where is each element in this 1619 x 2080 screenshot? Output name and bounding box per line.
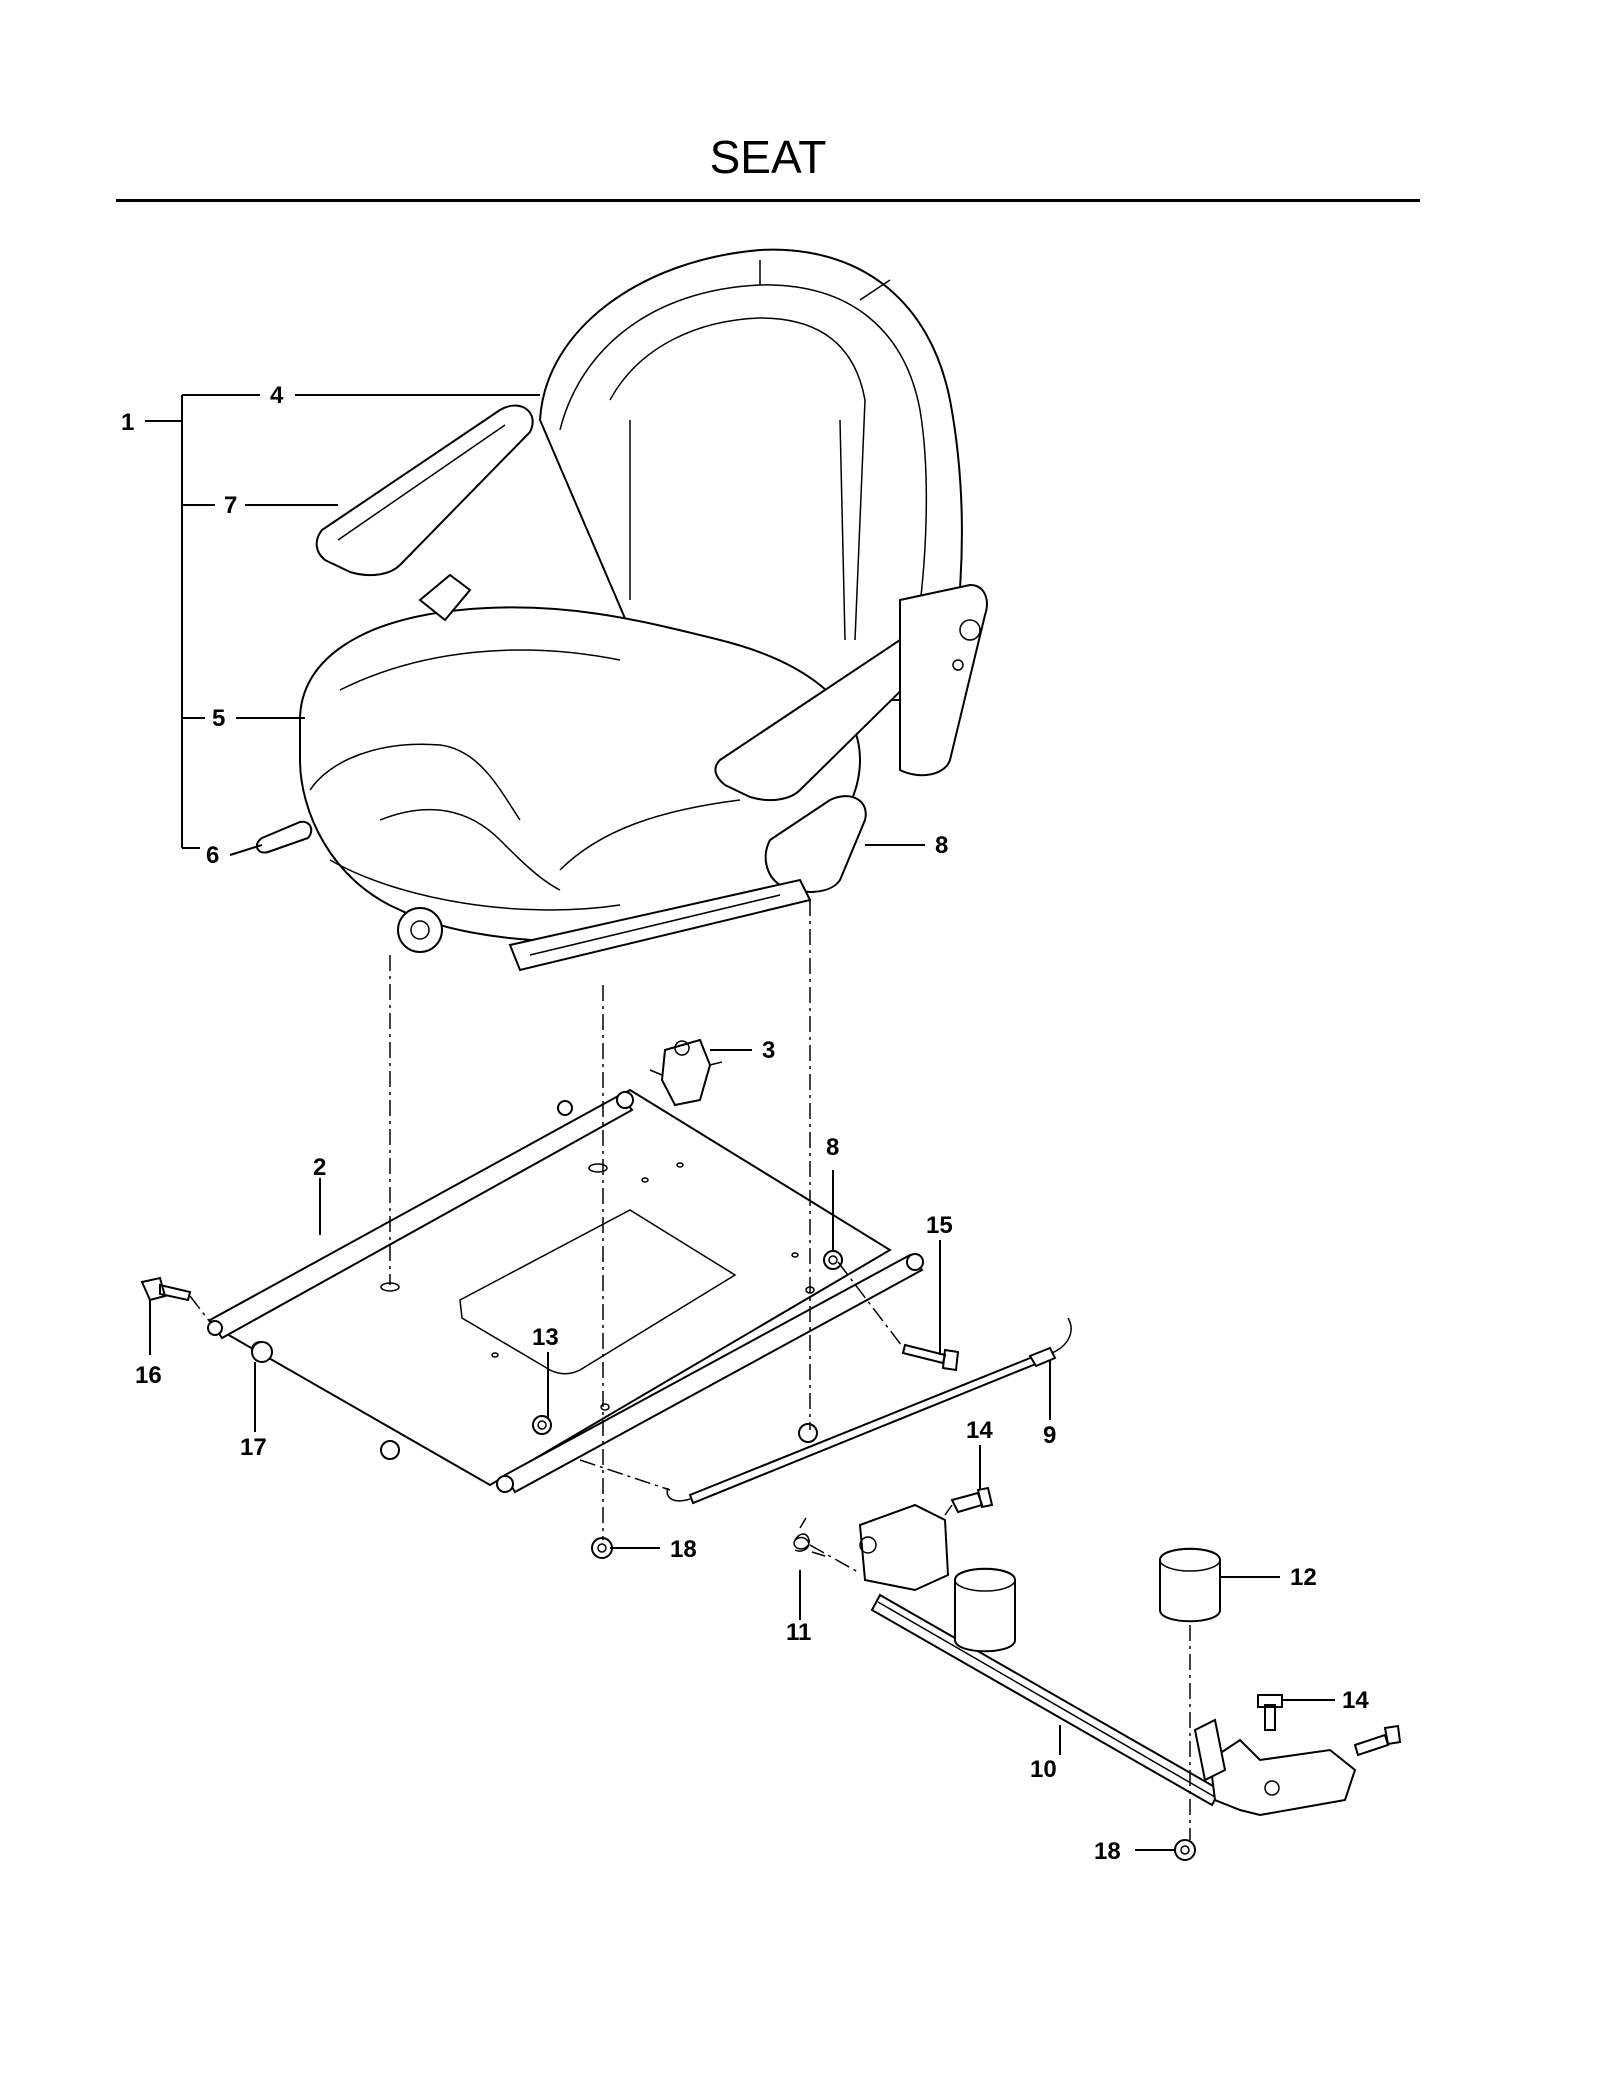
callout-18-middle: 18 <box>670 1536 697 1563</box>
page-title: SEAT <box>709 131 827 183</box>
callout-12: 12 <box>1290 1564 1317 1591</box>
callout-9: 9 <box>1043 1422 1056 1449</box>
spring-11 <box>793 1517 826 1557</box>
callout-14-top: 14 <box>966 1417 993 1444</box>
seat-switch <box>649 1038 723 1107</box>
callout-2: 2 <box>313 1154 326 1181</box>
callout-10: 10 <box>1030 1756 1057 1783</box>
bolt-14-a <box>950 1486 994 1514</box>
callout-18-bottom: 18 <box>1094 1838 1121 1865</box>
nut-17 <box>251 1341 273 1363</box>
callout-1: 1 <box>121 409 134 436</box>
spacer-8 <box>823 1250 843 1270</box>
callout-8-bottom: 8 <box>826 1134 839 1161</box>
washer-13 <box>532 1415 552 1435</box>
callout-8-top: 8 <box>935 832 948 859</box>
leader-lines <box>145 394 1335 1851</box>
nut-18-b <box>1174 1839 1196 1861</box>
seat-switch-rod <box>666 1317 1072 1505</box>
seat-lever <box>255 820 313 854</box>
callout-11: 11 <box>786 1619 811 1646</box>
callout-13: 13 <box>532 1324 559 1351</box>
callout-labels: 1 2 3 4 5 6 7 8 8 9 10 11 12 13 14 14 15… <box>121 382 1369 1865</box>
callout-5: 5 <box>212 705 225 732</box>
callout-14-right: 14 <box>1342 1687 1369 1714</box>
left-armrest <box>315 404 534 577</box>
bolt-16 <box>140 1276 192 1302</box>
bolt-15 <box>901 1343 960 1372</box>
callout-4: 4 <box>270 382 284 409</box>
callout-6: 6 <box>206 842 219 869</box>
callout-17: 17 <box>240 1434 267 1461</box>
seat-cushion <box>299 606 862 943</box>
nut-18-a <box>591 1537 613 1559</box>
hardware <box>140 1250 960 1559</box>
alignment-lines <box>189 900 1191 1840</box>
seat-mounting-frame <box>207 1088 924 1494</box>
callout-7: 7 <box>224 492 237 519</box>
bracket-clamp <box>858 1503 950 1592</box>
armrest-pad <box>764 795 867 893</box>
callout-15: 15 <box>926 1212 953 1239</box>
end-bracket <box>1208 1738 1357 1817</box>
seat-assembly <box>255 248 988 972</box>
adjust-knob <box>397 907 443 953</box>
bumper-cap-12 <box>1159 1547 1221 1623</box>
callout-16: 16 <box>135 1362 162 1389</box>
bolt-14-b <box>1257 1694 1283 1731</box>
switch-bracket-assembly <box>793 1486 1402 1861</box>
pan-cutout <box>459 1209 737 1375</box>
title-rule <box>116 199 1420 202</box>
callout-3: 3 <box>762 1037 775 1064</box>
